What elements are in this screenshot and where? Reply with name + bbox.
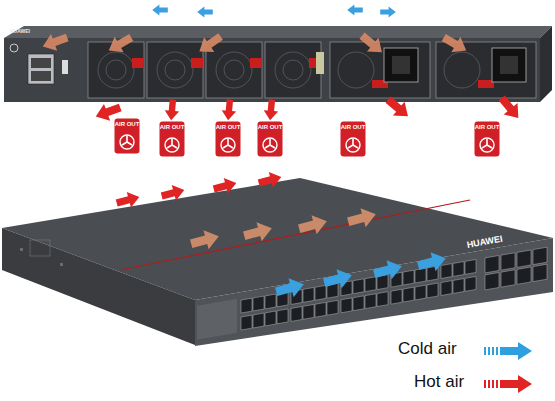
fan-blades [122, 136, 132, 145]
airflow-arrows [40, 29, 471, 60]
fan-blades [482, 139, 492, 148]
legend-stripe [484, 380, 486, 388]
legend-label: Cold air [398, 339, 457, 359]
legend-stripe [488, 347, 490, 355]
legend-arrow-head [500, 342, 532, 360]
air-out-tag: AIR OUT [159, 121, 185, 157]
tag-body [258, 122, 283, 157]
tag-label: AIR OUT [215, 124, 241, 130]
airflow-arrows [189, 205, 379, 254]
air-out-tag: AIR OUT [340, 121, 366, 157]
rear-chassis [4, 26, 552, 102]
legend-stripe [484, 347, 486, 355]
tag-label: AIR OUT [340, 124, 366, 130]
fan-icon [165, 138, 179, 152]
fan-icon [480, 138, 494, 152]
legend-stripe [496, 380, 498, 388]
tag-label: AIR OUT [114, 121, 140, 127]
fan-blades [348, 139, 358, 148]
front-chassis [2, 178, 553, 346]
tag-label: AIR OUT [257, 124, 283, 130]
hot-air-arrows [115, 169, 284, 211]
tag-body [115, 119, 140, 154]
legend-stripe [496, 347, 498, 355]
fan-icon [263, 138, 277, 152]
fan-blades [167, 139, 177, 148]
cold-air-arrows [274, 249, 449, 302]
cold-air-arrows [152, 5, 396, 18]
fan-icon [221, 138, 235, 152]
tag-body [216, 122, 241, 157]
legend-stripe [488, 380, 490, 388]
fan-icon [120, 135, 134, 149]
legend-arrow [482, 374, 534, 394]
fan-blades [265, 139, 275, 148]
legend-stripe [492, 347, 494, 355]
tag-label: AIR OUT [474, 124, 500, 130]
fan-icon [346, 138, 360, 152]
air-out-tag: AIR OUT [474, 121, 500, 157]
brand-logo: HUAWEI [10, 28, 30, 34]
air-out-tag: AIR OUT [257, 121, 283, 157]
fan-blades [223, 139, 233, 148]
hot-air-arrows [93, 92, 526, 125]
tag-label: AIR OUT [159, 124, 185, 130]
legend-arrow-head [500, 375, 532, 393]
air-out-tag: AIR OUT [215, 121, 241, 157]
air-out-tag: AIR OUT [114, 118, 140, 154]
tag-body [160, 122, 185, 157]
legend-label: Hot air [414, 372, 464, 392]
legend-stripe [492, 380, 494, 388]
tag-body [341, 122, 366, 157]
legend-arrow [482, 341, 534, 361]
tag-body [475, 122, 500, 157]
